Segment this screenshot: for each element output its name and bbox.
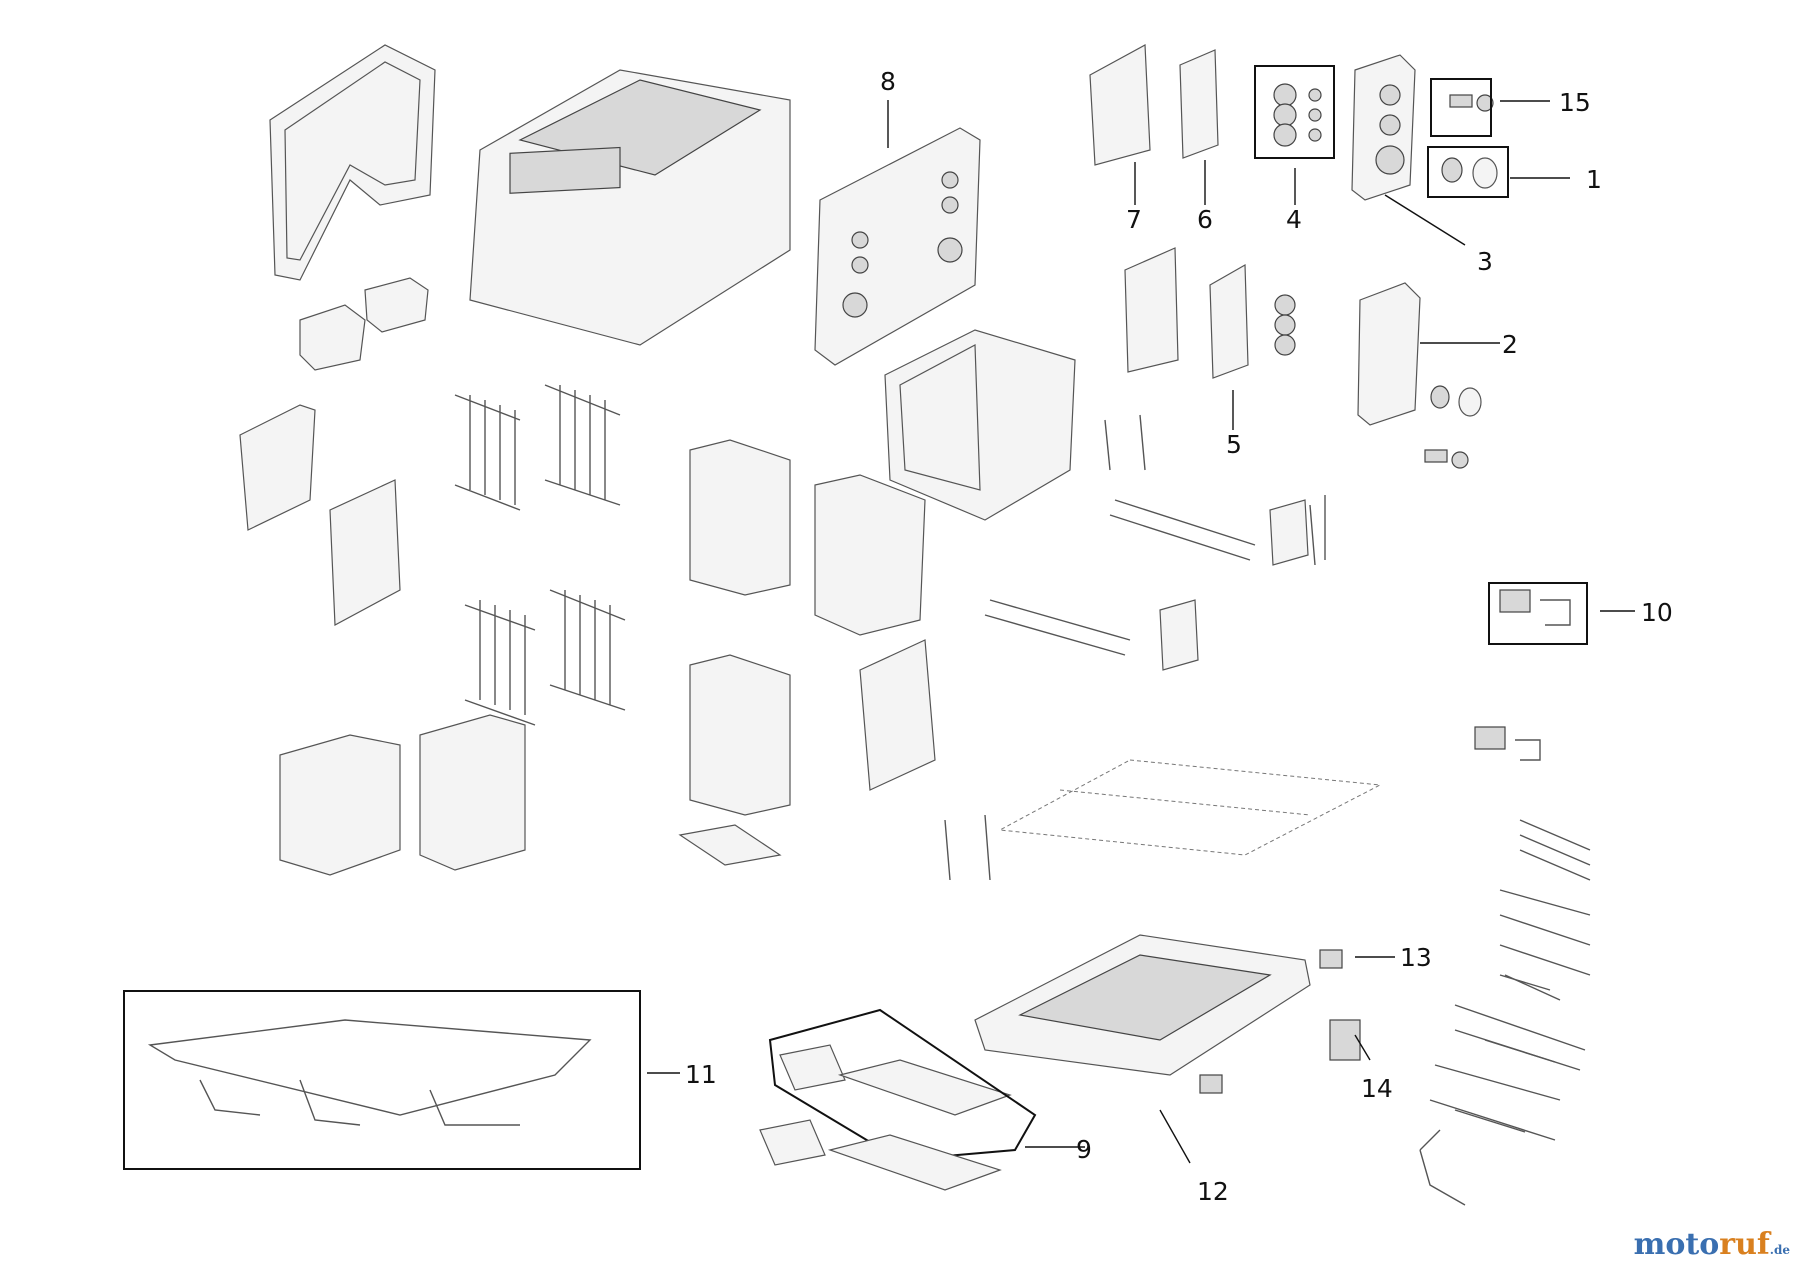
heating-rack-3 — [464, 600, 536, 726]
knob-ring-2a — [1430, 385, 1450, 409]
crumb-tray-part-2 — [759, 1119, 1002, 1191]
solenoid-part-2 — [1474, 726, 1541, 761]
heating-rack-1 — [454, 394, 521, 511]
warming-rack-part — [147, 1019, 592, 1126]
support-grid — [998, 759, 1382, 856]
callout-7: 7 — [1126, 205, 1142, 234]
callout-1: 1 — [1586, 165, 1602, 194]
callout-8: 8 — [880, 67, 896, 96]
base-part — [974, 934, 1311, 1076]
callout-box-4 — [1254, 65, 1335, 159]
knob-ring-2b — [1458, 387, 1482, 417]
knob-set-2 — [1274, 294, 1296, 356]
knob-shaft-part — [1449, 94, 1494, 112]
switch-13-part — [1319, 949, 1343, 969]
callout-box-9 — [768, 1008, 1037, 1162]
carriage-assembly-1 — [1109, 495, 1326, 566]
callout-13: 13 — [1400, 943, 1432, 972]
lever-ends — [944, 414, 1146, 881]
mica-sheet-1 — [689, 439, 791, 596]
callout-2: 2 — [1502, 330, 1518, 359]
callout-3: 3 — [1477, 247, 1493, 276]
callout-box-1 — [1427, 146, 1509, 198]
callout-11: 11 — [685, 1060, 717, 1089]
callout-box-15 — [1430, 78, 1492, 137]
carriage-assembly-2 — [984, 599, 1199, 671]
front-panel-part — [814, 127, 981, 366]
mica-panel-1 — [419, 714, 526, 871]
callout-9: 9 — [1076, 1135, 1092, 1164]
side-frame-1 — [329, 479, 401, 626]
inner-chassis-part — [884, 329, 1076, 521]
heating-rack-4 — [549, 589, 626, 711]
switch-14-part — [1329, 1019, 1361, 1061]
wire-harness — [1419, 819, 1591, 1206]
pcb-board-part — [1179, 49, 1219, 159]
callout-5: 5 — [1226, 430, 1242, 459]
housing-shell-part — [469, 69, 791, 346]
crumb-tray-part — [779, 1044, 1012, 1116]
knob-ring-part — [1441, 157, 1498, 189]
side-bracket — [239, 404, 316, 531]
control-panel-2 — [1357, 282, 1421, 426]
insulation-plate-part — [1089, 44, 1151, 166]
switch-aux-part — [1199, 1074, 1223, 1094]
mica-sheet-2 — [689, 654, 791, 816]
callout-12: 12 — [1197, 1177, 1229, 1206]
control-panel-part — [1351, 54, 1416, 201]
side-frame-2 — [859, 639, 936, 791]
brand-watermark: motoruf.de — [1634, 1227, 1790, 1262]
knob-shaft-2 — [1424, 449, 1469, 469]
pcb-board-2 — [1209, 263, 1249, 379]
callout-box-11 — [123, 990, 641, 1170]
watermark-part3: .de — [1769, 1243, 1790, 1257]
crumb-panel-1 — [279, 734, 401, 876]
callout-10: 10 — [1641, 598, 1673, 627]
solenoid-part — [1499, 589, 1571, 626]
callout-4: 4 — [1286, 205, 1302, 234]
callout-6: 6 — [1197, 205, 1213, 234]
leader-lines — [647, 100, 1635, 1164]
heating-rack-2 — [544, 384, 621, 506]
watermark-part1: moto — [1633, 1227, 1720, 1262]
insulation-plate-2 — [1124, 247, 1179, 373]
crumb-tray-guide — [678, 824, 782, 866]
callout-15: 15 — [1559, 88, 1591, 117]
lever-block-left — [299, 277, 429, 371]
callout-14: 14 — [1361, 1074, 1393, 1103]
end-frame-part — [269, 44, 436, 281]
callout-box-10 — [1488, 582, 1588, 645]
knob-set-part — [1273, 83, 1322, 147]
watermark-part2: ruf — [1719, 1227, 1770, 1262]
inner-window-panel — [814, 474, 926, 636]
